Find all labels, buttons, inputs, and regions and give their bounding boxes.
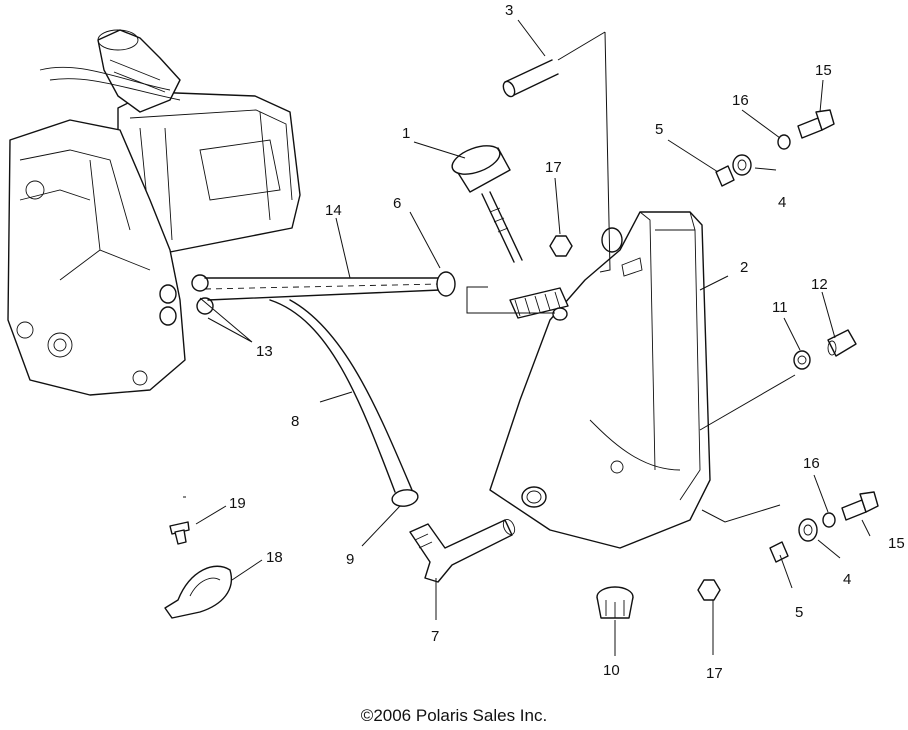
callout-4-upper: 4: [778, 194, 786, 211]
spacer-5-upper: [715, 165, 735, 187]
callout-15-upper: 15: [815, 62, 832, 79]
hose-clamp-9: [391, 489, 419, 507]
dipstick-cap-1: [451, 145, 523, 263]
callout-13: 13: [256, 343, 273, 360]
hose-clamp-6: [436, 271, 456, 297]
engine-assembly: [7, 29, 301, 396]
washer-16-lower: [822, 512, 836, 528]
leader-lines: [183, 19, 871, 656]
grommet-4-lower: [798, 518, 818, 542]
callout-5-lower: 5: [795, 604, 803, 621]
nut-17-lower: [697, 579, 721, 601]
callout-14: 14: [325, 202, 342, 219]
callout-2: 2: [740, 259, 748, 276]
elbow-fitting-7: [409, 518, 516, 583]
bolt-15-upper: [797, 109, 835, 139]
callout-6: 6: [393, 195, 401, 212]
callout-3: 3: [505, 2, 513, 19]
oil-tank-2: [489, 211, 711, 549]
callout-9: 9: [346, 551, 354, 568]
clamp-18: [164, 565, 232, 619]
callout-1: 1: [402, 125, 410, 142]
callout-15-lower: 15: [888, 535, 905, 552]
callout-18: 18: [266, 549, 283, 566]
callout-10: 10: [603, 662, 620, 679]
callout-17-upper: 17: [545, 159, 562, 176]
callout-16-upper: 16: [732, 92, 749, 109]
callout-19: 19: [229, 495, 246, 512]
callout-16-lower: 16: [803, 455, 820, 472]
copyright-notice: ©2006 Polaris Sales Inc.: [360, 706, 548, 725]
callout-7: 7: [431, 628, 439, 645]
hose-8: [269, 299, 413, 493]
washer-11: [793, 350, 811, 370]
screw-19: [169, 521, 190, 545]
callout-11: 11: [772, 299, 788, 316]
callout-5-upper: 5: [655, 121, 663, 138]
callout-17-lower: 17: [706, 665, 723, 682]
grommet-10: [596, 586, 634, 619]
callout-labels: 1 2 3 4 4 5 5 6 7 8 9 10 11 12 13 14 15 …: [229, 2, 905, 682]
hose-14: [204, 277, 441, 301]
callout-4-lower: 4: [843, 571, 851, 588]
fitting-12: [827, 329, 857, 357]
washer-16-upper: [777, 134, 791, 150]
tube-3: [502, 59, 559, 98]
nut-17-upper: [549, 235, 573, 257]
bolt-15-lower: [841, 491, 879, 521]
callout-8: 8: [291, 413, 299, 430]
callout-12: 12: [811, 276, 828, 293]
grommet-4-upper: [732, 154, 752, 176]
spacer-5-lower: [769, 541, 789, 563]
